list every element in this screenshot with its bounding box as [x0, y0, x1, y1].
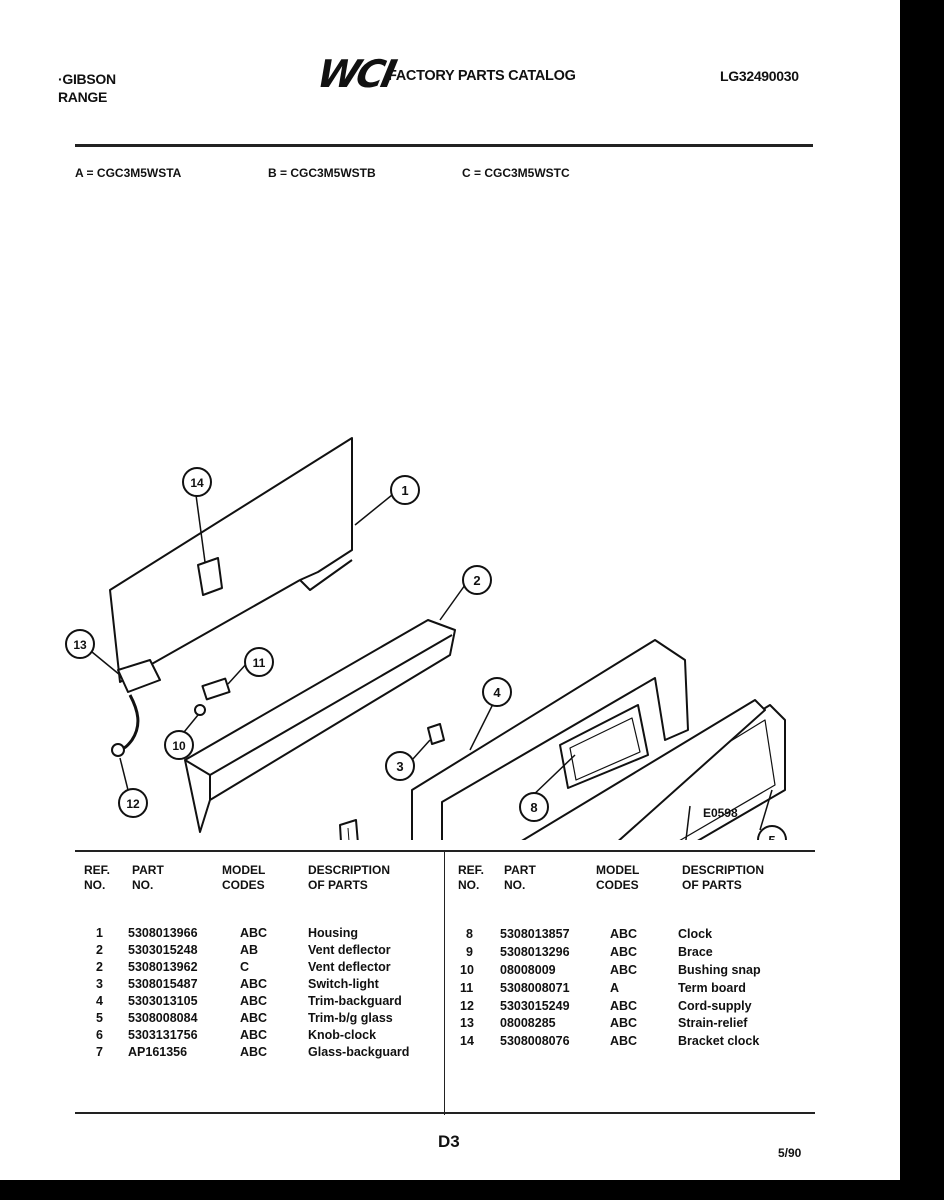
- callout-5: [757, 825, 787, 840]
- callout-label: 8: [530, 800, 537, 815]
- model-c: C = CGC3M5WSTC: [462, 166, 570, 180]
- callout-label: 5: [768, 833, 775, 840]
- model-a: A = CGC3M5WSTA: [75, 166, 182, 180]
- exploded-parts-diagram: 1 2 3 4 5 6 7 8 9 10 11 12 13 14: [65, 437, 787, 840]
- callout-1: [390, 475, 420, 505]
- part-housing: [109, 437, 353, 683]
- part-cord-plug: [111, 743, 125, 757]
- callout-8: [519, 792, 549, 822]
- callout-12: [118, 788, 148, 818]
- callout-label: 12: [126, 797, 140, 811]
- revision-date: 5/90: [778, 1146, 802, 1160]
- table-divider: [444, 850, 445, 1115]
- header-ref: REF.NO.: [84, 863, 111, 892]
- callout-14: [182, 467, 212, 497]
- part-bushing-snap: [194, 704, 206, 716]
- catalog-page: ·GIBSON RANGE WCI FACTORY PARTS CATALOG …: [0, 0, 900, 1180]
- part-glass-backguard: [521, 699, 766, 840]
- callout-label: 13: [73, 638, 87, 652]
- header-ref: REF.NO.: [458, 863, 485, 892]
- callout-label: 14: [190, 476, 204, 490]
- brand-name: ·GIBSON: [58, 71, 116, 87]
- table-top-rule: [75, 850, 815, 852]
- callout-13: [65, 629, 95, 659]
- callout-label: 2: [473, 573, 480, 588]
- part-cord-supply: [118, 694, 140, 751]
- drawing-code: E0598: [703, 806, 738, 820]
- callout-10: [164, 730, 194, 760]
- callout-label: 3: [396, 759, 403, 774]
- catalog-title: FACTORY PARTS CATALOG: [388, 68, 576, 84]
- part-trim-backguard: [411, 639, 689, 840]
- brand-block: ·GIBSON RANGE: [58, 70, 116, 106]
- callout-2: [462, 565, 492, 595]
- catalog-code: LG32490030: [720, 68, 799, 84]
- wci-logo: WCI: [313, 52, 398, 96]
- table-bottom-rule: [75, 1112, 815, 1114]
- page-number: D3: [438, 1132, 460, 1151]
- part-clock: [559, 704, 649, 789]
- part-strain-relief: [117, 659, 161, 693]
- callout-label: 4: [493, 685, 501, 700]
- callout-11: [244, 647, 274, 677]
- callout-3: [385, 751, 415, 781]
- part-term-board: [201, 677, 231, 701]
- callout-label: 11: [253, 656, 266, 670]
- part-brace: [339, 819, 359, 840]
- callout-4: [482, 677, 512, 707]
- model-b: B = CGC3M5WSTB: [268, 166, 376, 180]
- callout-label: 1: [401, 483, 408, 498]
- header-rule: [75, 144, 813, 147]
- callout-label: 10: [172, 739, 186, 753]
- part-bracket-clock: [197, 557, 223, 596]
- part-switch-light: [427, 723, 445, 745]
- product-type: RANGE: [58, 89, 108, 105]
